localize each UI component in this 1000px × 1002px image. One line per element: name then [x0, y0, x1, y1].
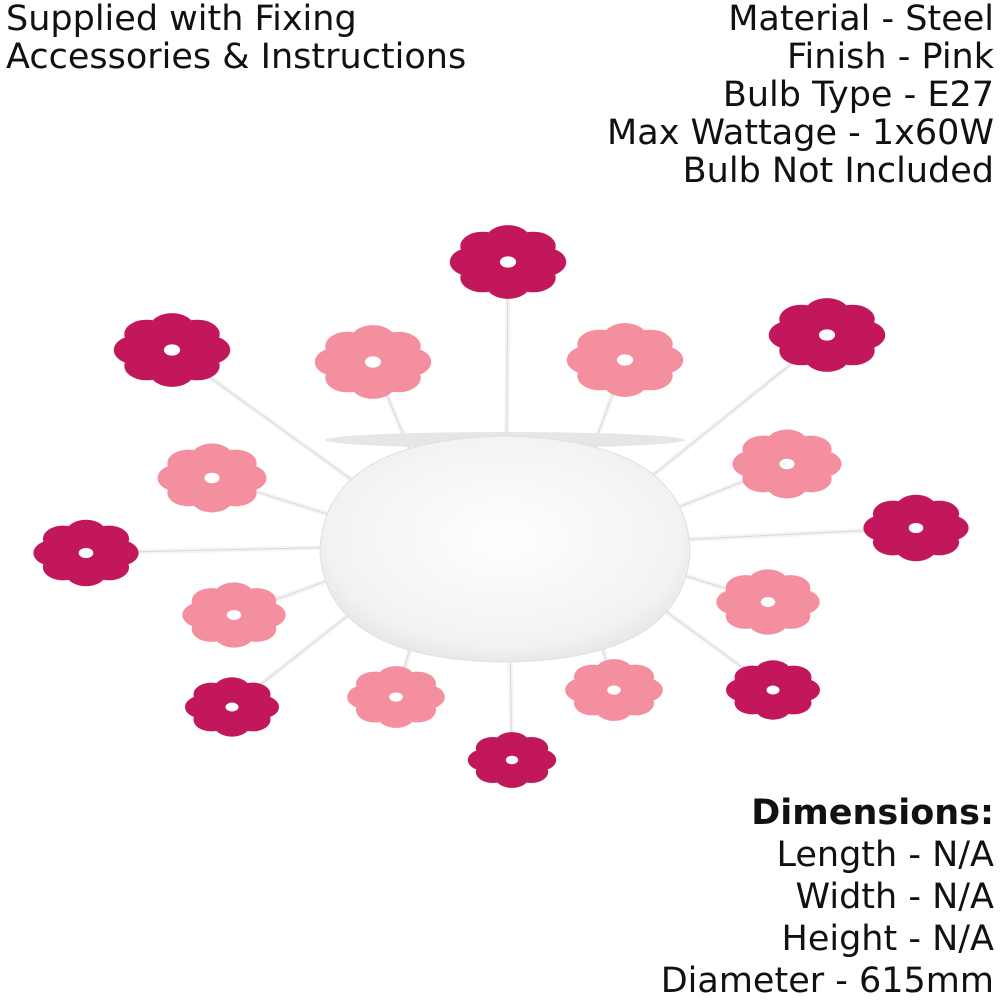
spec-bulb-included: Bulb Not Included — [682, 151, 994, 191]
flower-decoration — [314, 325, 432, 399]
flower-decoration — [716, 569, 820, 635]
dimension-diameter: Diameter - 615mm — [660, 961, 994, 1001]
flower-decoration — [113, 313, 231, 387]
dimension-length: Length - N/A — [776, 835, 994, 875]
dimensions-heading: Dimensions: — [751, 793, 994, 833]
dimension-width: Width - N/A — [795, 877, 994, 917]
spec-max-wattage: Max Wattage - 1x60W — [607, 113, 994, 153]
specs-list: Material - Steel Finish - Pink Bulb Type… — [607, 0, 994, 190]
flower-decoration — [33, 519, 139, 587]
dimensions-list: Dimensions: Length - N/A Width - N/A Hei… — [661, 792, 994, 1002]
flower-decoration — [185, 677, 279, 737]
flower-decoration — [157, 443, 267, 513]
flower-decoration — [768, 298, 886, 372]
flower-decoration — [347, 666, 445, 728]
flower-decoration — [726, 660, 820, 720]
spec-finish: Finish - Pink — [786, 37, 994, 77]
flower-decoration — [565, 659, 663, 721]
flower-decoration — [467, 732, 557, 788]
fixing-info: Supplied with Fixing Accessories & Instr… — [6, 0, 466, 76]
spec-bulb-type: Bulb Type - E27 — [722, 75, 994, 115]
dimension-height: Height - N/A — [781, 919, 995, 959]
fixing-line-2: Accessories & Instructions — [6, 37, 467, 77]
spec-material: Material - Steel — [728, 0, 994, 39]
flower-decoration — [566, 323, 684, 397]
lamp-flowers — [33, 225, 969, 788]
fixing-line-1: Supplied with Fixing — [6, 0, 357, 39]
glass-shade — [319, 432, 691, 663]
flower-decoration — [863, 494, 969, 562]
flower-decoration — [732, 429, 842, 499]
flower-decoration — [449, 225, 567, 299]
flower-decoration — [182, 582, 286, 648]
